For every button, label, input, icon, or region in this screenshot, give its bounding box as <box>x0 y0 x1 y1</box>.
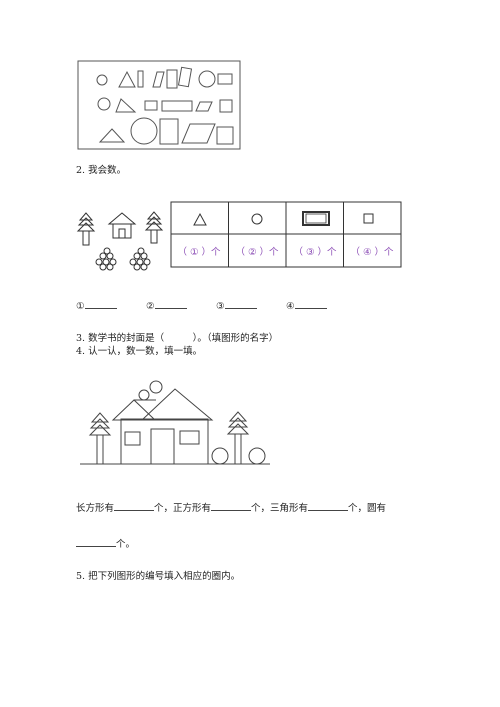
answer-2: ② <box>146 298 187 313</box>
q4-fill-line-1: 长方形有个，正方形有个，三角形有个，圆有 <box>76 500 386 515</box>
answer-4: ④ <box>286 298 327 313</box>
shapes-box <box>77 60 241 150</box>
count-label-2: （ ② ）个 <box>235 246 279 258</box>
circle-icon <box>251 213 263 225</box>
count-label-4: （ ④ ）个 <box>350 246 394 258</box>
q4-fill-line-2: 个。 <box>76 536 135 551</box>
q4-scene <box>80 380 270 465</box>
q2-title: 2. 我会数。 <box>76 165 127 176</box>
q5-title: 5. 把下列图形的编号填入相应的圈内。 <box>76 571 241 582</box>
q2-figure <box>76 211 164 271</box>
answer-3: ③ <box>216 298 257 313</box>
rectangle-icon <box>302 211 330 226</box>
square-icon <box>363 213 374 224</box>
q2-table: （ ① ）个 （ ② ）个 （ ③ ）个 （ ④ ）个 <box>170 201 402 268</box>
q3-text: 3. 数学书的封面是（ ）。（填图形的名字） <box>76 333 279 344</box>
answer-1: ① <box>76 298 117 313</box>
count-label-3: （ ③ ）个 <box>293 246 337 258</box>
count-label-1: （ ① ）个 <box>177 246 221 258</box>
q4-title: 4. 认一认，数一数，填一填。 <box>76 346 203 357</box>
triangle-icon <box>193 212 207 226</box>
